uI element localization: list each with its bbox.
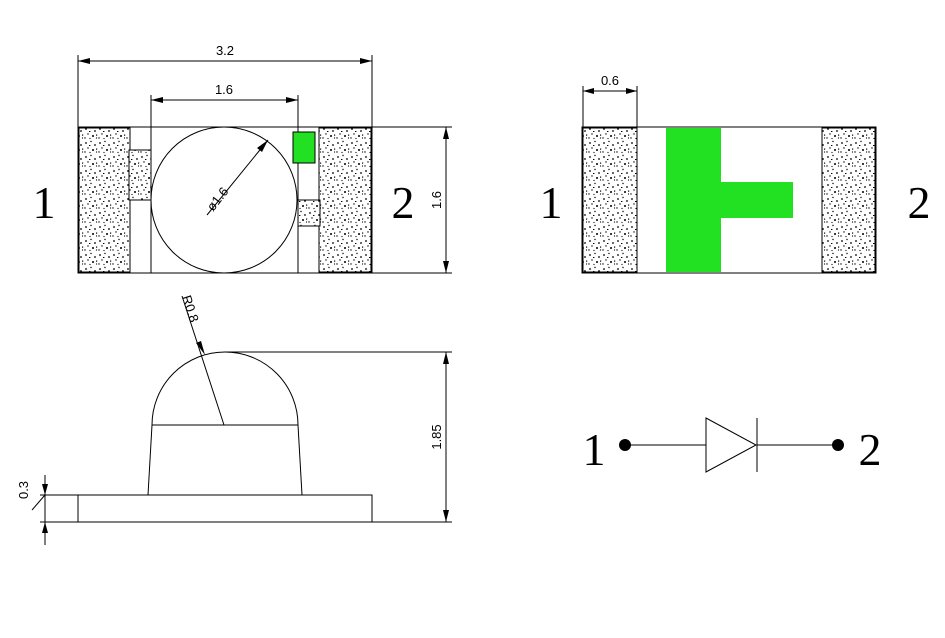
diode-triangle (705, 417, 758, 473)
bottom-right-pad (821, 127, 876, 273)
diameter-leader (206, 139, 269, 216)
lens-circle (150, 126, 298, 274)
diameter-label: ø1.6 (204, 184, 232, 214)
polarity-pad-marking (666, 128, 793, 272)
width-dim-label: 3.2 (216, 43, 234, 58)
top-left-notch (128, 149, 152, 201)
bottom-pin-2-label: 2 (908, 177, 931, 228)
bottom-left-pad (582, 127, 638, 273)
diode-schematic: 1 2 (583, 417, 882, 475)
top-left-pad (78, 127, 131, 273)
pad-dim-label: 0.6 (601, 73, 619, 88)
side-base (77, 494, 373, 523)
bottom-body-outline (581, 126, 877, 274)
schematic-pin-2-label: 2 (859, 424, 882, 475)
side-view: R0.8 1.85 0.3 (16, 293, 452, 545)
diameter-arrow (257, 140, 268, 152)
side-height-label: 1.85 (429, 424, 444, 449)
inner-dim-label: 1.6 (215, 82, 233, 97)
top-pin-2-label: 2 (392, 177, 415, 228)
height-dim-label: 1.6 (429, 191, 444, 209)
radius-label: R0.8 (179, 293, 202, 324)
bottom-view: 0.6 1 2 (540, 73, 931, 274)
side-lens-body (147, 351, 303, 496)
bottom-pin-1-label: 1 (540, 177, 563, 228)
top-pin-1-label: 1 (33, 177, 56, 228)
top-view: ø1.6 3.2 1.6 1.6 1 2 (33, 43, 452, 274)
radius-leader (181, 295, 225, 426)
schematic-terminal-2 (832, 439, 844, 451)
polarity-mark (292, 131, 316, 164)
schematic-pin-1-label: 1 (583, 424, 606, 475)
top-right-notch (297, 199, 321, 227)
radius-arrow (196, 341, 205, 355)
base-dim-label: 0.3 (16, 481, 31, 499)
schematic-terminal-1 (619, 439, 631, 451)
top-right-pad (318, 127, 372, 273)
